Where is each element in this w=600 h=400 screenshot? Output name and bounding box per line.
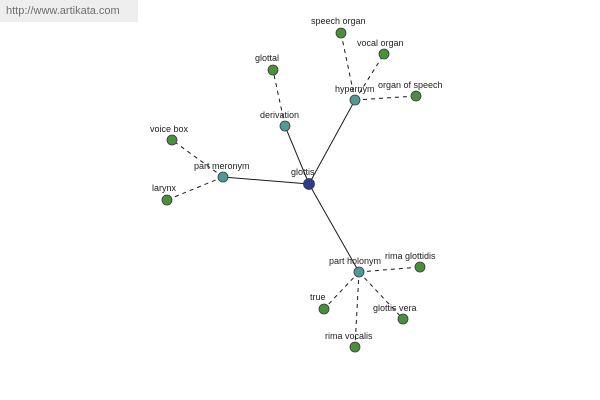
edge-part-holonym-to-true bbox=[323, 271, 360, 310]
edge-glottis-to-derivation bbox=[284, 125, 310, 185]
nodes-layer bbox=[161, 27, 426, 353]
edges-layer bbox=[166, 32, 421, 348]
node-label-voice-box: voice box bbox=[150, 124, 189, 134]
node-label-part-holonym: part holonym bbox=[329, 256, 381, 266]
node-hypernym[interactable] bbox=[349, 94, 361, 106]
node-label-derivation: derivation bbox=[260, 110, 299, 120]
edge-glottis-to-hypernym bbox=[308, 99, 356, 185]
node-label-organ-of-speech: organ of speech bbox=[378, 80, 443, 90]
edge-glottis-to-part-meronym bbox=[222, 176, 310, 185]
node-larynx[interactable] bbox=[161, 194, 173, 206]
labels-layer: glottis hypernym derivation part meronym par… bbox=[150, 16, 443, 341]
node-label-glottal: glottal bbox=[255, 53, 279, 63]
node-voice-box[interactable] bbox=[166, 134, 178, 146]
node-label-rima-vocalis: rima vocalis bbox=[325, 331, 373, 341]
node-label-part-meronym: part meronym bbox=[194, 161, 250, 171]
node-label-larynx: larynx bbox=[152, 183, 177, 193]
node-label-true: true bbox=[310, 292, 326, 302]
node-speech-organ[interactable] bbox=[335, 27, 347, 39]
edge-part-meronym-to-larynx bbox=[166, 176, 224, 201]
edge-part-holonym-to-glottis-vera bbox=[358, 271, 404, 320]
node-organ-of-speech[interactable] bbox=[410, 90, 422, 102]
watermark-url: http://www.artikata.com bbox=[0, 0, 138, 22]
node-label-glottis: glottis bbox=[291, 167, 315, 177]
node-part-meronym[interactable] bbox=[217, 171, 229, 183]
node-part-holonym[interactable] bbox=[353, 266, 365, 278]
node-rima-glottidis[interactable] bbox=[414, 261, 426, 273]
edge-glottis-to-part-holonym bbox=[308, 183, 360, 273]
node-vocal-organ[interactable] bbox=[378, 48, 390, 60]
node-label-rima-glottidis: rima glottidis bbox=[385, 251, 436, 261]
node-label-vocal-organ: vocal organ bbox=[357, 38, 404, 48]
edge-hypernym-to-speech-organ bbox=[340, 32, 356, 101]
node-label-hypernym: hypernym bbox=[335, 84, 375, 94]
node-glottis[interactable] bbox=[303, 178, 315, 190]
node-true[interactable] bbox=[318, 303, 330, 315]
node-rima-vocalis[interactable] bbox=[349, 341, 361, 353]
node-glottis-vera[interactable] bbox=[397, 313, 409, 325]
node-glottal[interactable] bbox=[267, 64, 279, 76]
edge-hypernym-to-vocal-organ bbox=[354, 53, 385, 101]
node-label-speech-organ: speech organ bbox=[311, 16, 366, 26]
node-derivation[interactable] bbox=[279, 120, 291, 132]
edge-part-meronym-to-voice-box bbox=[171, 139, 224, 178]
node-label-glottis-vera: glottis vera bbox=[373, 303, 417, 313]
edge-derivation-to-glottal bbox=[272, 69, 286, 127]
edge-part-holonym-to-rima-glottidis bbox=[358, 266, 421, 273]
edge-hypernym-to-organ-of-speech bbox=[354, 95, 417, 101]
